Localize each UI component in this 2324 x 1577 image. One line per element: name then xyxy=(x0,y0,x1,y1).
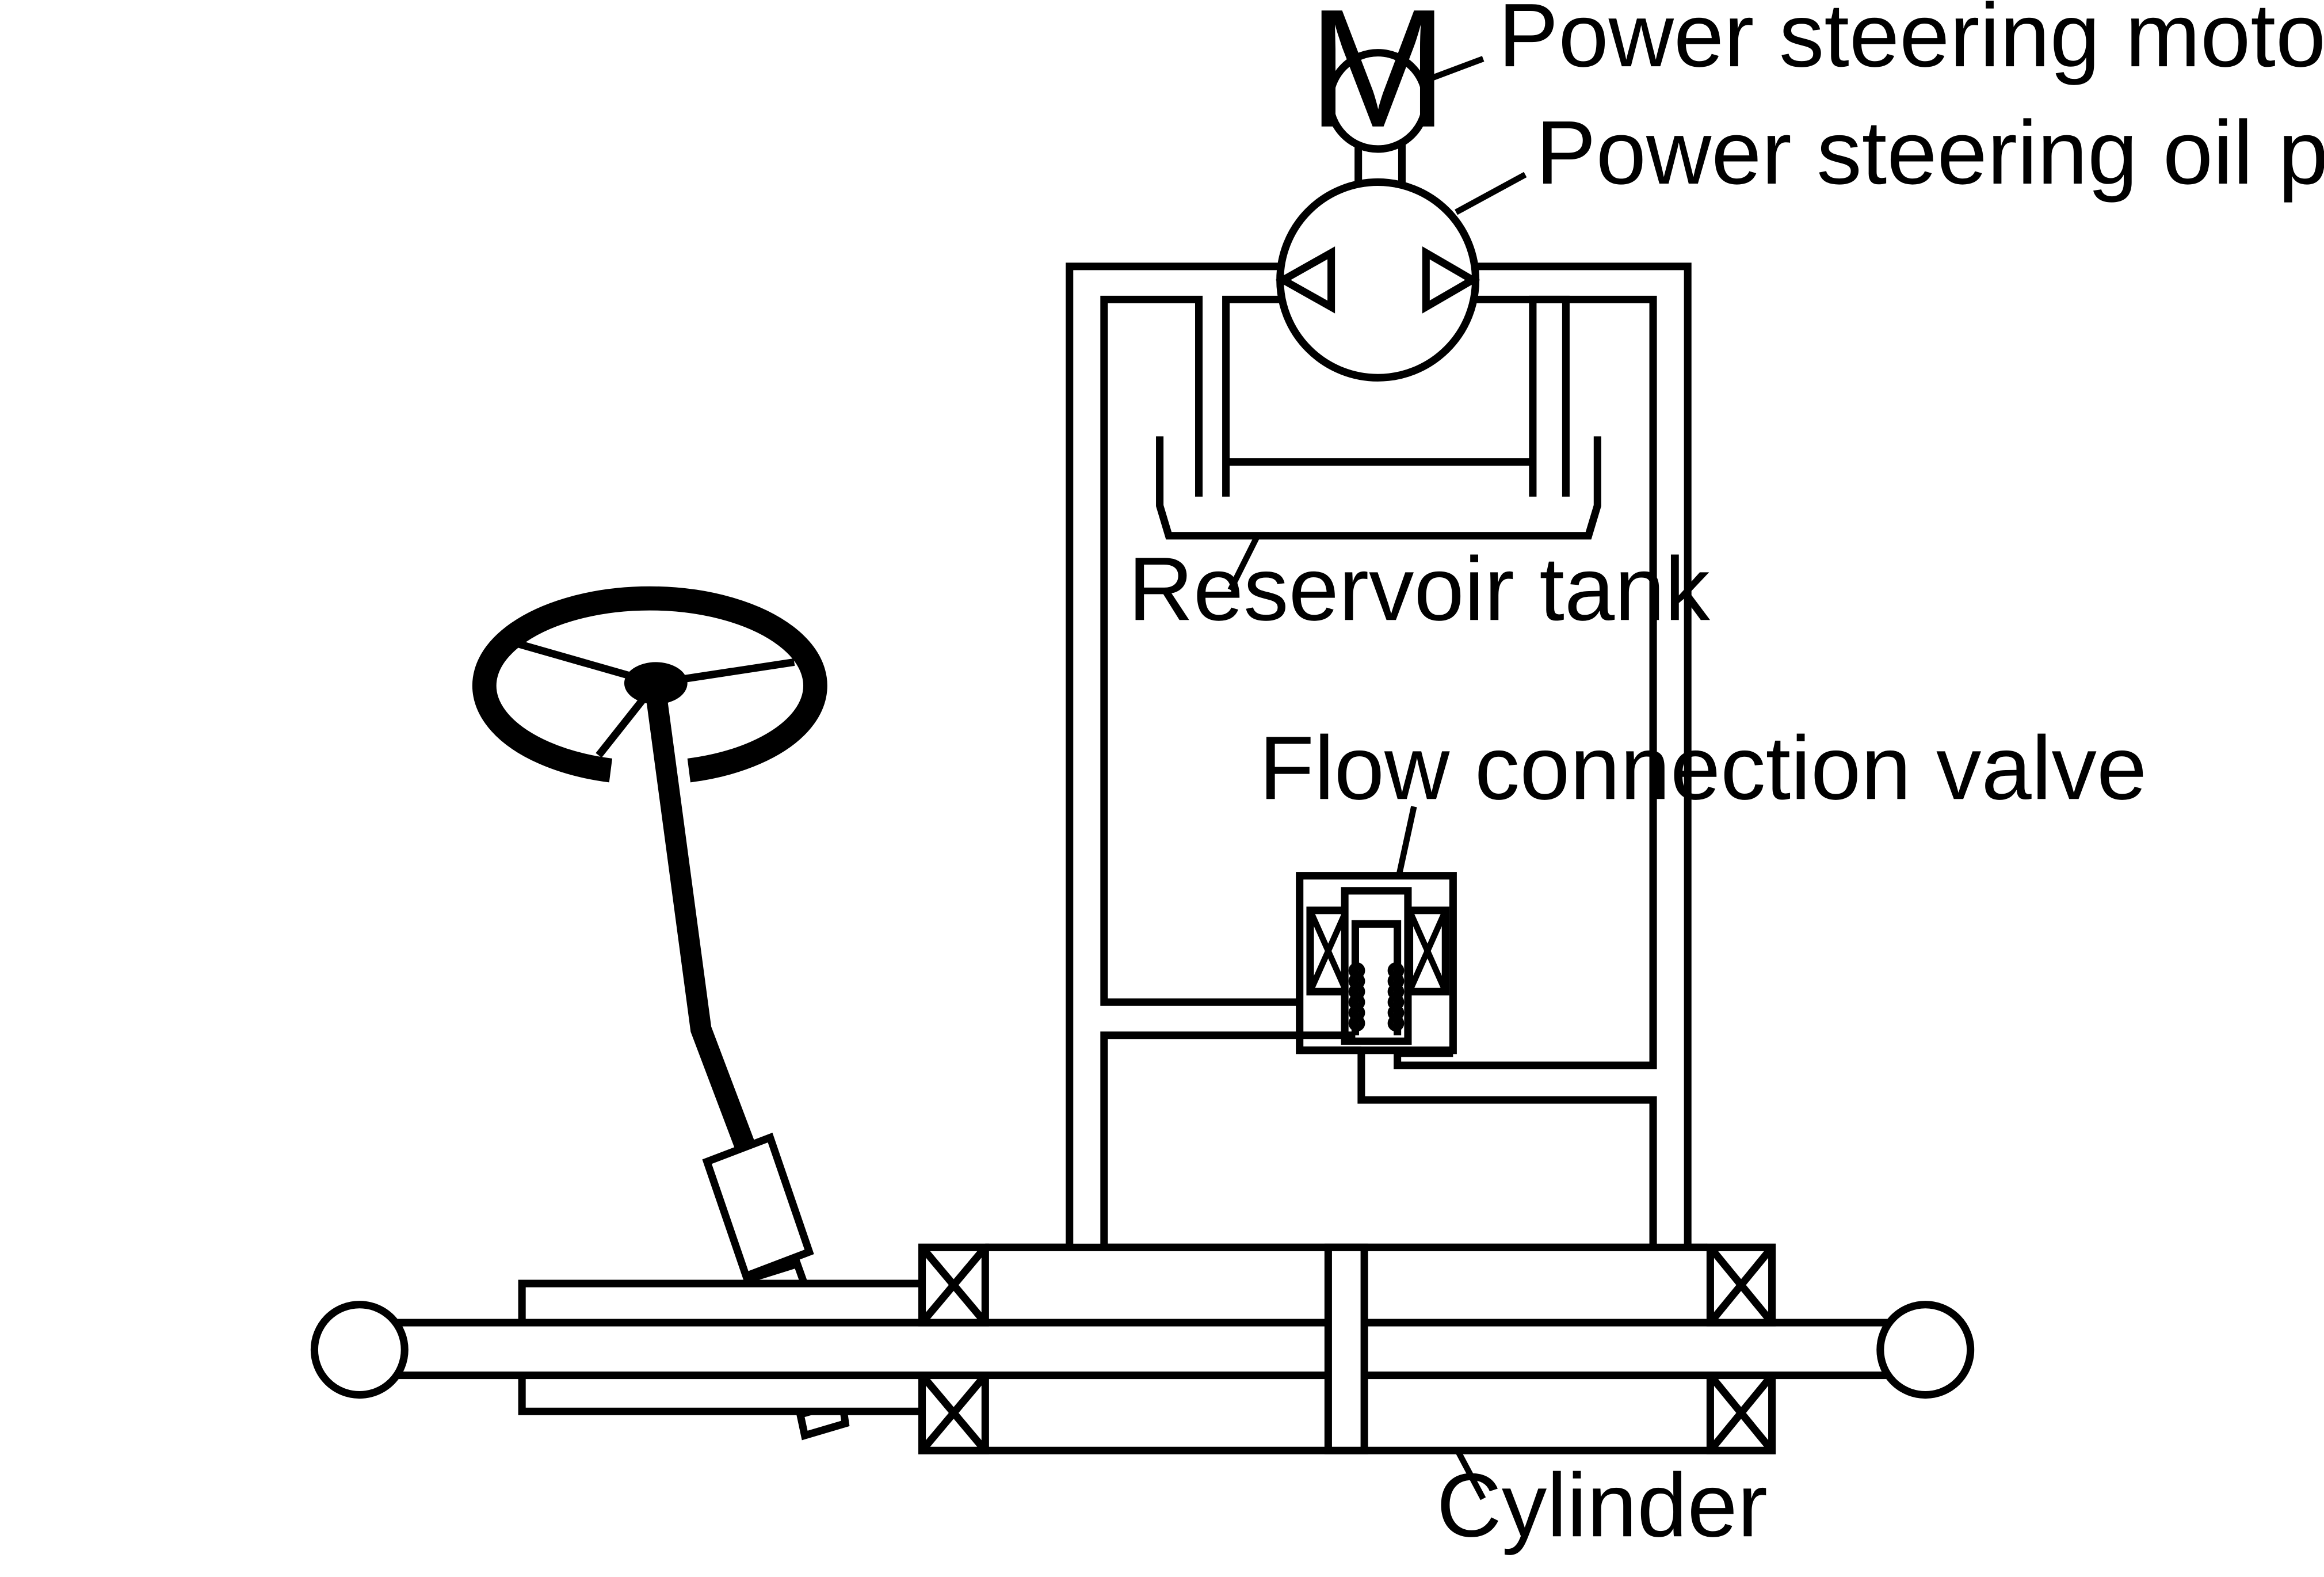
power-steering-oil-pump xyxy=(1275,178,1480,382)
label-cylinder: Cylinder xyxy=(1437,1455,1768,1556)
flow-connection-valve xyxy=(1296,872,1457,1057)
right-tie-rod-joint xyxy=(1876,1301,1975,1399)
steering-gear-box xyxy=(702,1132,814,1281)
pump-left-arrow-icon xyxy=(1275,246,1335,314)
power-steering-motor: M xyxy=(1308,0,1448,187)
label-reservoir-tank: Reservoir tank xyxy=(1128,539,1711,639)
steering-wheel xyxy=(472,586,827,783)
rack-bar xyxy=(354,1319,1929,1380)
pump-right-arrow-icon xyxy=(1422,246,1480,314)
label-power-steering-oil-pump: Power steering oil pump xyxy=(1536,102,2324,203)
leader-lines xyxy=(1227,56,1527,1500)
cylinder-seal-right-top xyxy=(1706,1243,1776,1327)
rack-and-cylinder xyxy=(310,1243,1975,1454)
cylinder-seal-left-bottom xyxy=(918,1372,989,1454)
label-power-steering-motor: Power steering motor xyxy=(1498,0,2324,86)
cylinder-seal-right-bottom xyxy=(1706,1372,1776,1454)
left-tie-rod-joint xyxy=(310,1301,409,1399)
reservoir-tank xyxy=(1156,436,1601,540)
label-flow-connection-valve: Flow connection valve xyxy=(1259,718,2147,818)
cylinder-seal-left-top xyxy=(918,1243,989,1327)
piston xyxy=(1324,1243,1368,1454)
valve-spring xyxy=(1348,962,1405,1032)
